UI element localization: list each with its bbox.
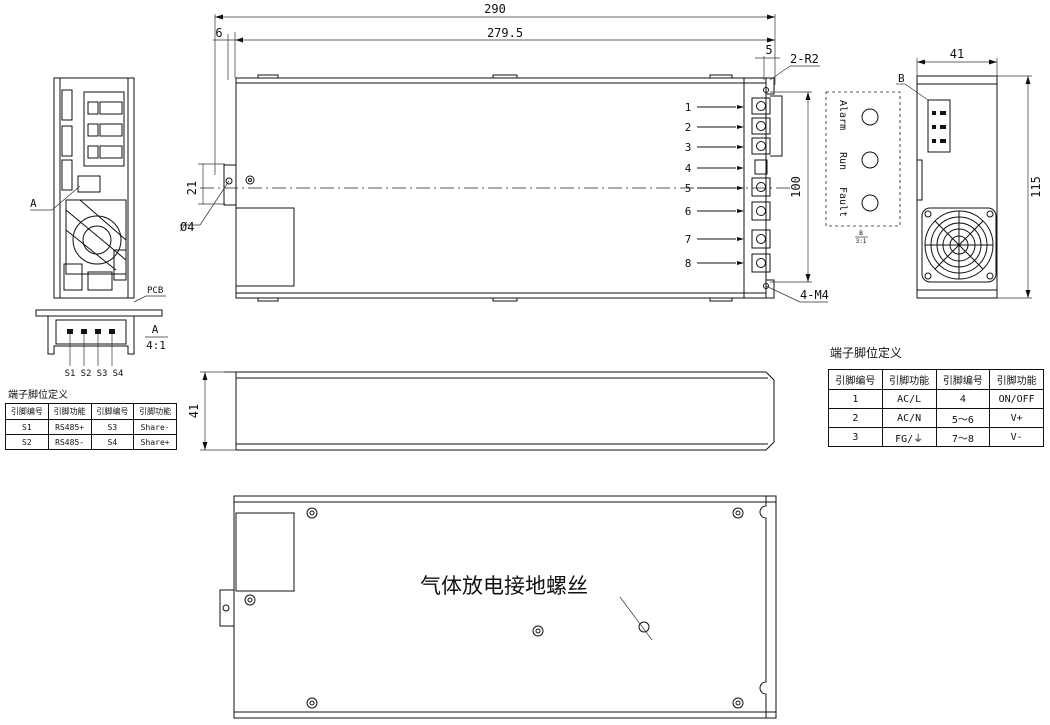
table-cell: 4: [935, 389, 991, 409]
dim-2-r2: 2-R2: [790, 52, 819, 66]
table-row: 1 AC/L 4 ON/OFF: [828, 389, 1044, 409]
esd-screw-label: 气体放电接地螺丝: [420, 574, 588, 598]
terminal-7: 7: [685, 233, 692, 246]
table-cell: RS485-: [47, 434, 92, 450]
right-table-title: 端子脚位定义: [830, 346, 903, 360]
lt-header-4: 引脚功能: [133, 403, 177, 420]
terminal-number-labels: 1 2 3 4 5 6 7 8: [685, 101, 744, 270]
rt-header-4: 引脚功能: [989, 369, 1044, 390]
table-cell: Share-: [133, 419, 177, 435]
b-scale-bottom: 3:1: [856, 238, 867, 245]
pcb-label: PCB: [147, 286, 163, 296]
rt-header-1: 引脚编号: [828, 369, 883, 390]
dim-5: 5: [765, 43, 772, 57]
table-cell: 7～8: [935, 427, 991, 447]
table-cell: ON/OFF: [989, 389, 1044, 409]
terminal-2: 2: [685, 121, 692, 134]
top-view: 290 279.5 6 5 2-R2: [180, 2, 829, 303]
pin-s4: S4: [113, 369, 124, 379]
table-cell: AC/N: [881, 408, 937, 428]
dim-6: 6: [215, 26, 222, 40]
table-cell: S3: [90, 419, 135, 435]
table-cell: S2: [5, 434, 49, 450]
end-view: 41 115 B: [896, 47, 1043, 299]
terminal-4: 4: [685, 162, 692, 175]
scale-ratio: 4:1: [146, 339, 166, 352]
terminal-5: 5: [685, 182, 692, 195]
left-end-view: A PCB: [30, 77, 166, 303]
rt-header-3: 引脚编号: [935, 369, 991, 390]
pin-s2: S2: [81, 369, 92, 379]
table-cell: 5～6: [935, 408, 991, 428]
dim-dia-4: Ø4: [180, 220, 194, 234]
dim-4-m4: 4-M4: [800, 288, 829, 302]
terminal-3: 3: [685, 141, 692, 154]
dim-279-5: 279.5: [487, 26, 523, 40]
table-cell: S4: [90, 434, 135, 450]
bottom-view: [219, 495, 777, 719]
lt-header-1: 引脚编号: [5, 403, 49, 420]
table-cell: 2: [828, 408, 883, 428]
side-view: 41: [187, 371, 775, 451]
left-pin-table: 引脚编号 引脚功能 引脚编号 引脚功能 S1 RS485+ S3 Share- …: [5, 403, 177, 450]
led-fault-label: Fault: [837, 187, 848, 217]
lt-header-2: 引脚功能: [47, 403, 92, 420]
led-run-label: Run: [837, 152, 848, 170]
table-cell: 1: [828, 389, 883, 409]
left-table-title: 端子脚位定义: [8, 390, 68, 401]
dim-41-side: 41: [187, 404, 201, 418]
table-cell: S1: [5, 419, 49, 435]
table-row: S2 RS485- S4 Share+: [5, 434, 177, 450]
table-cell: RS485+: [47, 419, 92, 435]
terminal-1: 1: [685, 101, 692, 114]
fan-icon: [921, 207, 997, 283]
rt-header-2: 引脚功能: [881, 369, 937, 390]
terminal-block: [751, 87, 783, 289]
table-row: 2 AC/N 5～6 V+: [828, 408, 1044, 428]
table-cell: 3: [828, 427, 883, 447]
detail-a-label: A: [30, 197, 37, 210]
pin-s1: S1: [65, 369, 76, 379]
table-cell: V+: [989, 408, 1044, 428]
table-cell: FG/⏚: [881, 427, 937, 447]
dim-115: 115: [1029, 176, 1043, 198]
lt-header-3: 引脚编号: [90, 403, 135, 420]
led-alarm-label: Alarm: [837, 100, 848, 130]
dim-41-top: 41: [950, 47, 964, 61]
table-row: 3 FG/⏚ 7～8 V-: [828, 427, 1044, 447]
table-cell: AC/L: [881, 389, 937, 409]
terminal-6: 6: [685, 205, 692, 218]
connector-detail: S1 S2 S3 S4 A 4:1: [35, 309, 168, 379]
b-scale-top: B: [859, 230, 863, 237]
table-cell: V-: [989, 427, 1044, 447]
dim-290: 290: [484, 2, 506, 16]
detail-b-label: B: [898, 72, 905, 85]
table-cell: Share+: [133, 434, 177, 450]
dim-21: 21: [185, 181, 199, 195]
right-pin-table: 引脚编号 引脚功能 引脚编号 引脚功能 1 AC/L 4 ON/OFF 2 AC…: [828, 369, 1044, 447]
table-row: S1 RS485+ S3 Share-: [5, 419, 177, 435]
terminal-8: 8: [685, 257, 692, 270]
led-panel-detail: Alarm Run Fault B 3:1: [825, 91, 901, 245]
pin-s3: S3: [97, 369, 108, 379]
dim-100: 100: [789, 176, 803, 198]
scale-ref: A: [152, 323, 159, 336]
